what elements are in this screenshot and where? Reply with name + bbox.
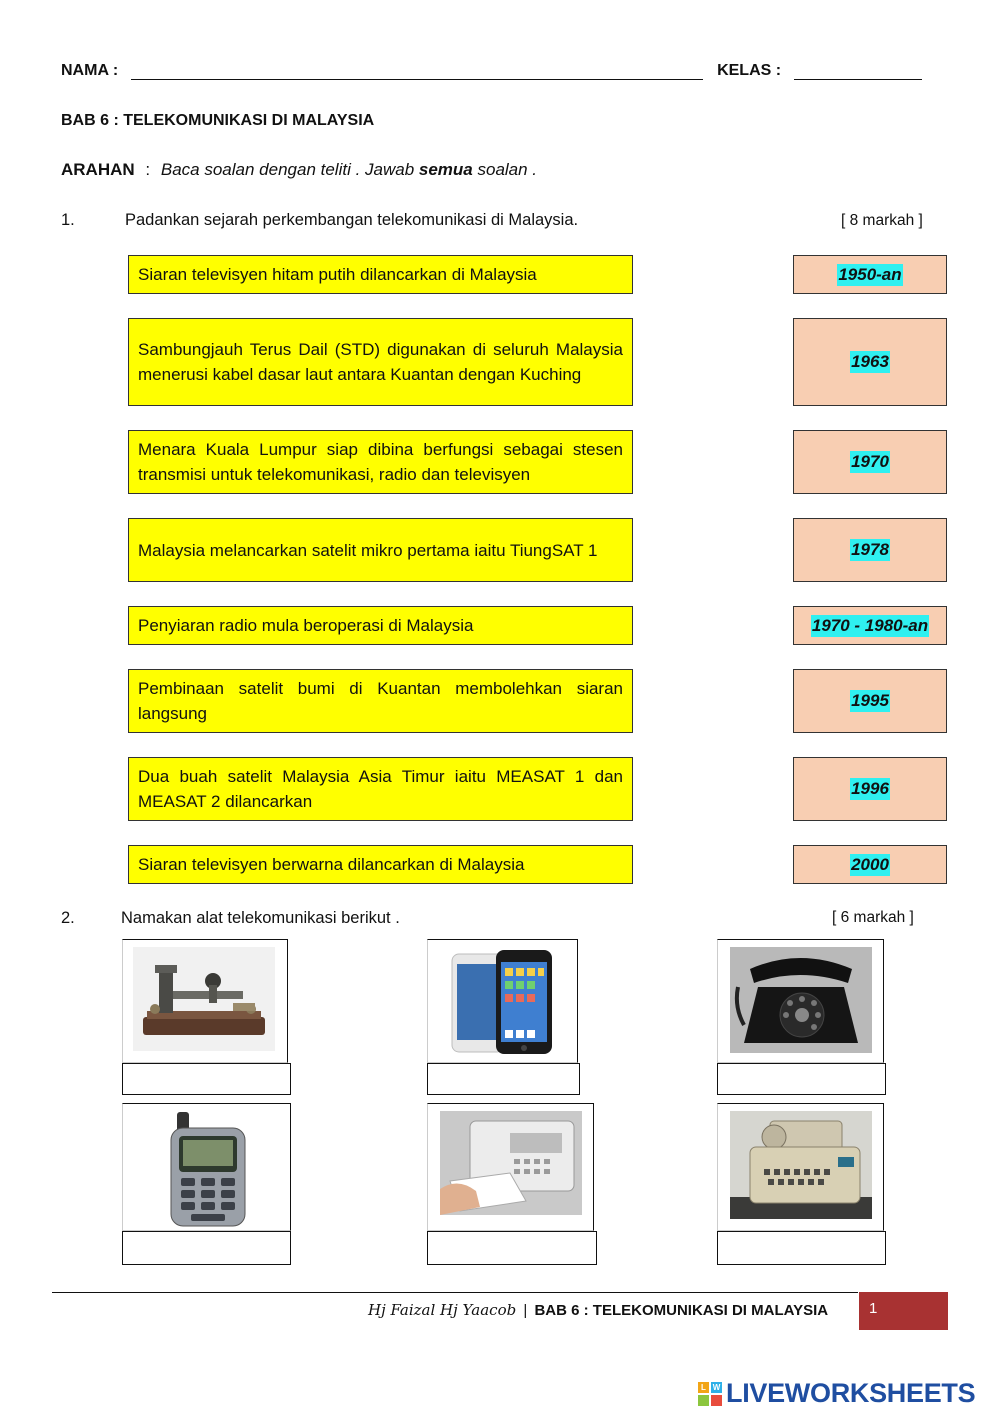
page-number: 1: [859, 1292, 948, 1330]
year-box-2[interactable]: 1963: [793, 318, 947, 406]
year-box-5[interactable]: 1970 - 1980-an: [793, 606, 947, 645]
nama-input-line[interactable]: [130, 79, 703, 80]
telegraph-frame: [122, 939, 288, 1063]
answer-box-5[interactable]: [427, 1231, 597, 1265]
answer-box-3[interactable]: [717, 1063, 886, 1095]
arahan-text-2: soalan .: [472, 160, 538, 179]
liveworksheets-watermark: L W LIVEWORKSHEETS: [698, 1378, 976, 1409]
year-7-text: 1996: [850, 778, 890, 800]
liveworksheets-brand: LIVEWORKSHEETS: [726, 1378, 976, 1408]
statement-3-text: Menara Kuala Lumpur siap dibina berfungs…: [138, 440, 623, 484]
rotary-phone-frame: [717, 939, 884, 1063]
fax-machine-image: [440, 1111, 582, 1215]
year-8-text: 2000: [850, 853, 890, 876]
q1-text: Padankan sejarah perkembangan telekomuni…: [125, 211, 579, 229]
answer-box-6[interactable]: [717, 1231, 886, 1265]
name-row: NAMA : KELAS :: [61, 62, 922, 80]
q1-number: 1.: [61, 211, 75, 229]
q2-marks: [ 6 markah ]: [832, 909, 914, 926]
footer-divider: [52, 1292, 858, 1293]
q2-number: 2.: [61, 909, 75, 927]
footer-title: BAB 6 : TELEKOMUNIKASI DI MALAYSIA: [534, 1302, 829, 1319]
q2-text: Namakan alat telekomunikasi berikut .: [121, 909, 400, 927]
kelas-label: KELAS :: [717, 62, 782, 79]
answer-box-1[interactable]: [122, 1063, 291, 1095]
rotary-phone-image: [730, 947, 872, 1053]
instructions: ARAHAN : Baca soalan dengan teliti . Jaw…: [61, 160, 537, 180]
statement-7-text: Dua buah satelit Malaysia Asia Timur iai…: [138, 767, 623, 811]
year-3-text: 1970: [850, 451, 890, 473]
statement-8[interactable]: Siaran televisyen berwarna dilancarkan d…: [128, 845, 633, 884]
year-box-1[interactable]: 1950-an: [793, 255, 947, 294]
arahan-text-1: Baca soalan dengan teliti . Jawab: [160, 160, 419, 179]
year-4-text: 1978: [850, 539, 890, 561]
statement-6-text: Pembinaan satelit bumi di Kuantan membol…: [138, 679, 623, 723]
year-6-text: 1995: [850, 690, 890, 712]
year-box-8[interactable]: 2000: [793, 845, 947, 884]
arahan-separator: :: [145, 160, 151, 179]
statement-4[interactable]: Malaysia melancarkan satelit mikro perta…: [128, 518, 633, 582]
chapter-title: BAB 6 : TELEKOMUNIKASI DI MALAYSIA: [61, 112, 375, 129]
statement-1-text: Siaran televisyen hitam putih dilancarka…: [138, 265, 537, 284]
q1-marks: [ 8 markah ]: [841, 212, 923, 229]
mobile-phone-frame: [122, 1103, 291, 1231]
statement-2[interactable]: Sambungjauh Terus Dail (STD) digunakan d…: [128, 318, 633, 406]
statement-5[interactable]: Penyiaran radio mula beroperasi di Malay…: [128, 606, 633, 645]
year-box-7[interactable]: 1996: [793, 757, 947, 821]
year-1-text: 1950-an: [837, 263, 903, 286]
statement-7[interactable]: Dua buah satelit Malaysia Asia Timur iai…: [128, 757, 633, 821]
kelas-input-line[interactable]: [793, 79, 922, 80]
arahan-bold: semua: [418, 160, 473, 179]
statement-8-text: Siaran televisyen berwarna dilancarkan d…: [138, 855, 525, 874]
year-5-text: 1970 - 1980-an: [810, 614, 930, 637]
telegraph-image: [133, 947, 275, 1051]
year-2-text: 1963: [850, 351, 890, 373]
nama-label: NAMA :: [61, 62, 119, 79]
arahan-label: ARAHAN: [61, 160, 135, 179]
footer-author: Hj Faizal Hj Yaacob: [368, 1301, 517, 1319]
mobile-phone-image: [163, 1110, 253, 1228]
statement-1[interactable]: Siaran televisyen hitam putih dilancarka…: [128, 255, 633, 294]
telex-machine-image: [730, 1111, 872, 1219]
liveworksheets-logo-icon: L W: [698, 1381, 722, 1406]
telex-machine-frame: [717, 1103, 884, 1231]
year-box-4[interactable]: 1978: [793, 518, 947, 582]
statement-2-text: Sambungjauh Terus Dail (STD) digunakan d…: [138, 340, 623, 384]
answer-box-4[interactable]: [122, 1231, 291, 1265]
statement-3[interactable]: Menara Kuala Lumpur siap dibina berfungs…: [128, 430, 633, 494]
answer-box-2[interactable]: [427, 1063, 580, 1095]
fax-machine-frame: [427, 1103, 594, 1231]
statement-6[interactable]: Pembinaan satelit bumi di Kuantan membol…: [128, 669, 633, 733]
smartphone-image: [448, 948, 566, 1056]
smartphone-frame: [427, 939, 578, 1063]
year-box-6[interactable]: 1995: [793, 669, 947, 733]
logo-letter-w: W: [711, 1381, 722, 1393]
footer-separator: |: [523, 1302, 528, 1319]
logo-letter-l: L: [698, 1381, 709, 1393]
statement-5-text: Penyiaran radio mula beroperasi di Malay…: [138, 616, 474, 635]
statement-4-text: Malaysia melancarkan satelit mikro perta…: [138, 540, 598, 560]
footer-text: Hj Faizal Hj Yaacob | BAB 6 : TELEKOMUNI…: [368, 1301, 828, 1319]
year-box-3[interactable]: 1970: [793, 430, 947, 494]
